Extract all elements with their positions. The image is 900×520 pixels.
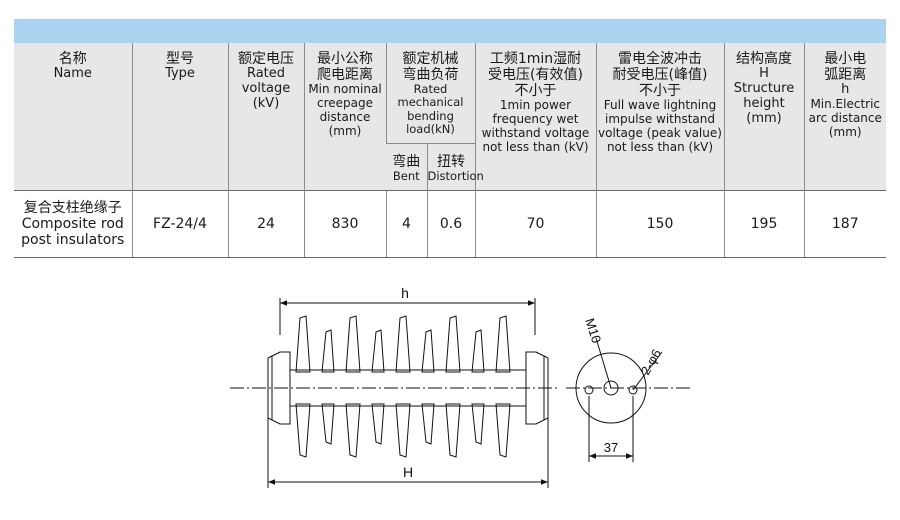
cell-distortion: 0.6 (426, 190, 475, 258)
header-bent: 弯曲 Bent (386, 143, 427, 191)
end-fitting-right (525, 351, 549, 425)
mounting-hole (628, 385, 638, 395)
leader-m10 (595, 337, 612, 389)
header-power-frequency: 工频1min湿耐 受电压(有效值) 不小于 1min power frequen… (474, 43, 596, 191)
table-header-band (14, 19, 886, 43)
table-row: 复合支柱绝缘子 Composite rod post insulators FZ… (14, 190, 886, 258)
header-creepage: 最小公称 爬电距离 Min nominal creepage distance … (303, 43, 386, 191)
cell-arc-distance: 187 (803, 190, 886, 258)
shed (371, 329, 385, 445)
header-distortion: 扭转 Distortion (426, 143, 484, 191)
insulator-side-view (230, 298, 560, 488)
shed (321, 329, 335, 445)
header-bending-load: 额定机械 弯曲负荷 Rated mechanical bending load(… (385, 43, 475, 144)
dimension-label-37: 37 (604, 440, 618, 455)
cell-name: 复合支柱绝缘子 Composite rod post insulators (14, 190, 132, 258)
shed (395, 315, 411, 458)
thread-label: M10 (582, 316, 604, 345)
shed (471, 329, 485, 445)
end-fitting-left (267, 351, 291, 425)
header-arc-distance: 最小电 弧距离 h Min.Electric arc distance (mm) (803, 43, 886, 191)
cell-bent: 4 (385, 190, 427, 258)
leader-holes (632, 351, 663, 391)
header-lightning-impulse: 雷电全波冲击 耐受电压(峰值) 不小于 Full wave lightning … (595, 43, 724, 191)
insulator-end-view (566, 337, 690, 462)
end-face-circle (575, 352, 647, 424)
shed (421, 329, 435, 445)
cell-lightning-impulse: 150 (595, 190, 724, 258)
header-structure-height: 结构高度 H Structure height (mm) (723, 43, 804, 191)
dimension-label-h: h (401, 285, 409, 301)
cell-power-frequency: 70 (474, 190, 596, 258)
center-thread-hole (603, 380, 619, 396)
cell-creepage: 830 (303, 190, 386, 258)
holes-label: 2-φ6 (638, 346, 665, 377)
header-rated-voltage: 额定电压 Rated voltage (kV) (227, 43, 304, 191)
header-name: 名称 Name (14, 43, 132, 191)
mounting-hole (584, 385, 594, 395)
dimension-label-H: H (403, 464, 413, 480)
shed (445, 315, 461, 458)
shed (295, 315, 311, 458)
cell-rated-voltage: 24 (227, 190, 304, 258)
header-type: 型号 Type (131, 43, 228, 191)
spec-table: 名称 Name 型号 Type 额定电压 Rated voltage (kV) … (14, 43, 886, 258)
cell-type: FZ-24/4 (131, 190, 228, 258)
shed (495, 315, 511, 458)
shed (345, 315, 361, 458)
cell-structure-height: 195 (723, 190, 804, 258)
